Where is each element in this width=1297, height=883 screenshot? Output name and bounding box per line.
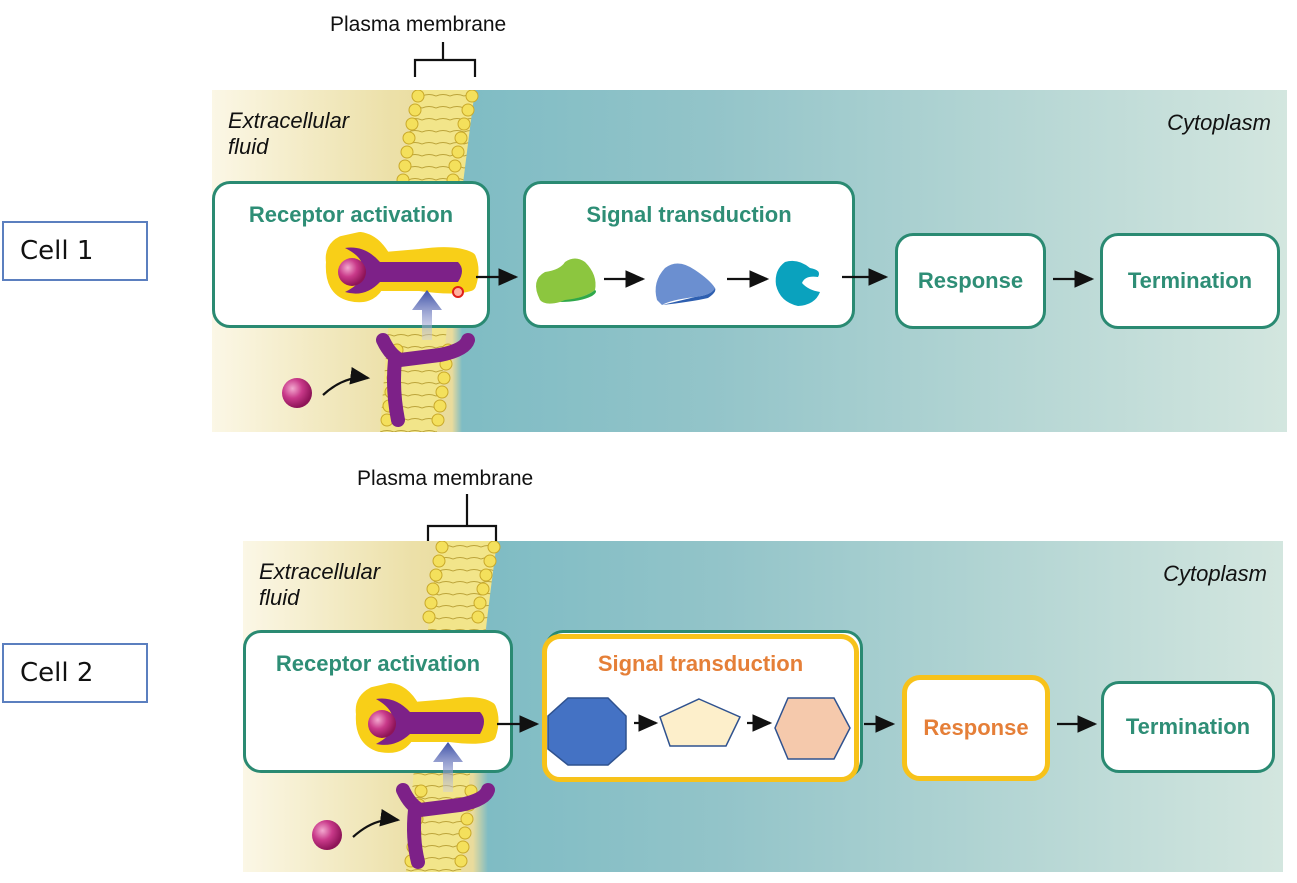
free-ligand-icon bbox=[312, 820, 342, 850]
cell-1-label-text: Cell 1 bbox=[20, 236, 94, 266]
cell-2-label-text: Cell 2 bbox=[20, 658, 94, 688]
plasma-membrane-label: Plasma membrane bbox=[357, 467, 534, 490]
ligand-icon bbox=[368, 710, 396, 738]
step-title: Termination bbox=[1127, 268, 1253, 293]
step-title: Response bbox=[923, 715, 1029, 740]
step-title: Receptor activation bbox=[275, 651, 481, 676]
step-termination: Termination bbox=[1100, 233, 1280, 329]
step-response: Response bbox=[902, 675, 1050, 781]
cytoplasm-label: Cytoplasm bbox=[1163, 561, 1267, 586]
free-ligand-icon bbox=[282, 378, 312, 408]
cytoplasm-label: Cytoplasm bbox=[1167, 110, 1271, 135]
step-title: Response bbox=[917, 268, 1024, 293]
step-title: Signal transduction bbox=[597, 651, 804, 676]
cell-1-label: Cell 1 bbox=[2, 221, 148, 281]
plasma-membrane-label: Plasma membrane bbox=[330, 13, 507, 36]
step-termination: Termination bbox=[1101, 681, 1275, 773]
green-blob-icon bbox=[536, 258, 596, 304]
activation-arrow-icon bbox=[433, 742, 463, 792]
step-response: Response bbox=[895, 233, 1046, 329]
teal-pacman-icon bbox=[775, 260, 820, 306]
blue-crescent-icon bbox=[655, 263, 715, 305]
ligand-icon bbox=[338, 258, 366, 286]
activation-arrow-icon bbox=[412, 290, 442, 340]
step-title: Receptor activation bbox=[248, 202, 454, 227]
step-title: Termination bbox=[1125, 714, 1251, 739]
peach-hexagon-icon bbox=[774, 697, 851, 760]
inactive-receptor-icon bbox=[396, 783, 495, 869]
phosphorylation-site-icon bbox=[452, 286, 464, 298]
activated-receptor-icon bbox=[355, 683, 499, 753]
cell-2-label: Cell 2 bbox=[2, 643, 148, 703]
inactive-receptor-icon bbox=[376, 333, 475, 427]
activated-receptor-icon bbox=[325, 232, 479, 303]
binding-arrow-icon bbox=[322, 367, 371, 396]
cream-pentagon-icon bbox=[659, 698, 742, 747]
blue-octagon-icon bbox=[547, 697, 627, 766]
binding-arrow-icon bbox=[352, 809, 401, 838]
step-title: Signal transduction bbox=[586, 202, 792, 227]
